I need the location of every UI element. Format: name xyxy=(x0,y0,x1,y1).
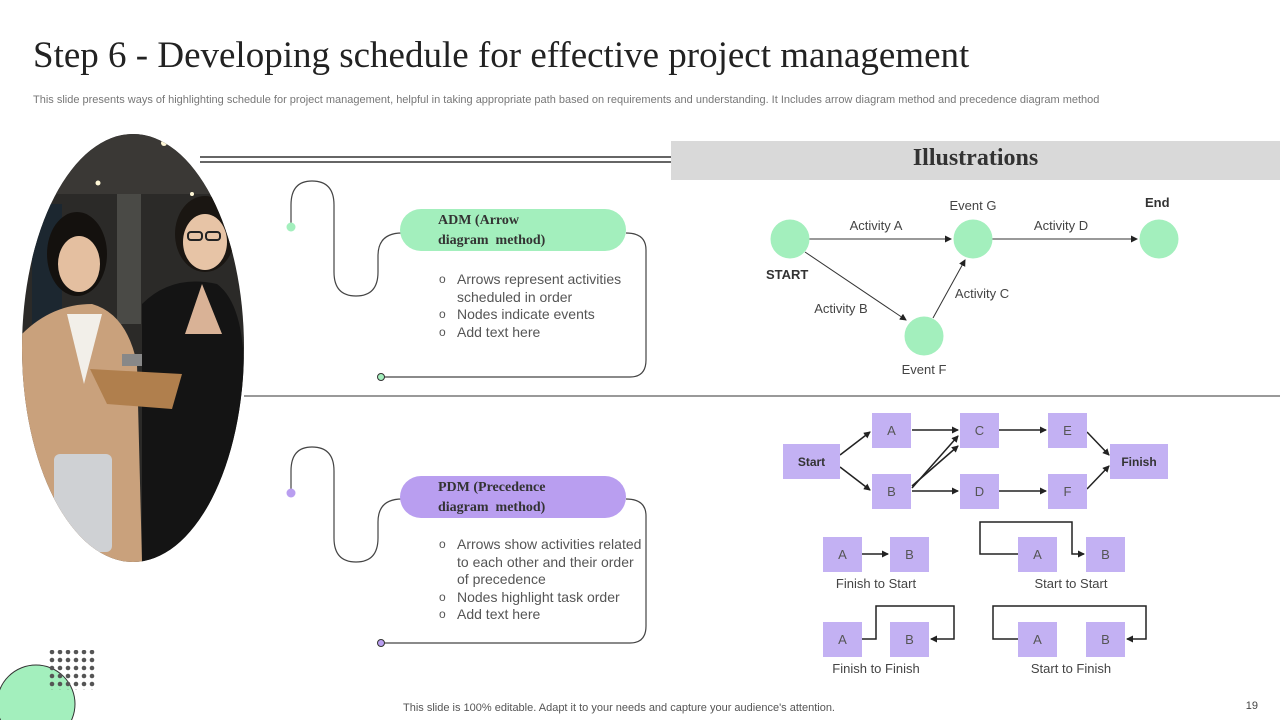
adm-end-dot xyxy=(377,373,385,381)
adm-bullet: Nodes indicate events xyxy=(437,306,647,324)
svg-text:A: A xyxy=(838,632,847,647)
adm-node-event-f xyxy=(904,316,944,356)
adm-end-label: End xyxy=(1145,195,1170,210)
pdm-node-e xyxy=(1048,413,1087,448)
pdm-connector xyxy=(290,446,647,644)
ss-label: Start to Start xyxy=(1035,576,1108,591)
ss-box-b xyxy=(1086,537,1125,572)
pdm-diagram: Start Finish A B C D E F xyxy=(783,413,1168,509)
adm-title-pill: ADM (Arrow diagram method) xyxy=(400,209,626,251)
page-number: 19 xyxy=(1245,700,1258,712)
page-subtitle: This slide presents ways of highlighting… xyxy=(33,94,1100,106)
adm-node-end xyxy=(1139,219,1179,259)
pdm-node-c xyxy=(960,413,999,448)
adm-node-event-g xyxy=(953,219,993,259)
sf-box-b xyxy=(1086,622,1125,657)
svg-text:A: A xyxy=(1033,632,1042,647)
pdm-start-box xyxy=(783,444,840,479)
adm-activity-a-label: Activity A xyxy=(850,218,903,233)
fs-box-b xyxy=(890,537,929,572)
adm-diagram: START End Event G Event F Activity A Act… xyxy=(766,195,1179,377)
adm-bullet-list: Arrows represent activities scheduled in… xyxy=(437,271,647,341)
adm-bullet: Add text here xyxy=(437,324,647,342)
page-title: Step 6 - Developing schedule for effecti… xyxy=(33,35,970,76)
team-photo xyxy=(22,134,244,562)
pdm-bullet-list: Arrows show activities related to each o… xyxy=(437,536,647,624)
svg-text:A: A xyxy=(1033,547,1042,562)
pdm-bullet: Arrows show activities related to each o… xyxy=(437,536,647,589)
ff-label: Finish to Finish xyxy=(832,661,919,676)
pdm-end-dot xyxy=(377,639,385,647)
svg-text:A: A xyxy=(838,547,847,562)
footer-note: This slide is 100% editable. Adapt it to… xyxy=(403,702,835,714)
ss-box-a xyxy=(1018,537,1057,572)
pdm-title-pill: PDM (Precedence diagram method) xyxy=(400,476,626,518)
adm-activity-b-label: Activity B xyxy=(814,301,867,316)
pdm-title-line2: diagram method) xyxy=(438,500,546,515)
pdm-title-line1: PDM (Precedence xyxy=(438,480,546,495)
pdm-bullet: Nodes highlight task order xyxy=(437,589,647,607)
dots-pattern xyxy=(48,650,96,690)
ff-box-a xyxy=(823,622,862,657)
pdm-finish-box xyxy=(1110,444,1168,479)
pdm-bullet: Add text here xyxy=(437,606,647,624)
pdm-node-b xyxy=(872,474,911,509)
svg-text:F: F xyxy=(1064,484,1072,499)
pdm-start-label: Start xyxy=(798,455,825,469)
ff-box-b xyxy=(890,622,929,657)
adm-title-line1: ADM (Arrow xyxy=(438,213,519,228)
pdm-node-a xyxy=(872,413,911,448)
adm-bullet: Arrows represent activities scheduled in… xyxy=(437,271,647,306)
illustrations-header: Illustrations xyxy=(671,141,1280,180)
adm-connector xyxy=(290,180,647,378)
svg-text:B: B xyxy=(1101,632,1110,647)
adm-start-label: START xyxy=(766,267,808,282)
sf-label: Start to Finish xyxy=(1031,661,1111,676)
illustrations-title: Illustrations xyxy=(912,145,1039,171)
adm-activity-c-label: Activity C xyxy=(955,286,1009,301)
adm-start-dot xyxy=(286,222,296,232)
adm-event-g-label: Event G xyxy=(950,198,997,213)
pdm-finish-label: Finish xyxy=(1121,455,1156,469)
pdm-node-f xyxy=(1048,474,1087,509)
header-divider xyxy=(200,156,671,163)
sf-box-a xyxy=(1018,622,1057,657)
pdm-relationships: A B Finish to Start A B Start to Start A… xyxy=(823,521,1147,676)
adm-activity-d-label: Activity D xyxy=(1034,218,1088,233)
svg-text:A: A xyxy=(887,423,896,438)
svg-text:B: B xyxy=(905,632,914,647)
svg-text:B: B xyxy=(1101,547,1110,562)
svg-text:B: B xyxy=(887,484,896,499)
svg-text:C: C xyxy=(975,423,984,438)
svg-text:D: D xyxy=(975,484,984,499)
adm-title-line2: diagram method) xyxy=(438,233,546,248)
svg-text:E: E xyxy=(1063,423,1072,438)
svg-text:B: B xyxy=(905,547,914,562)
pdm-node-d xyxy=(960,474,999,509)
pdm-start-dot xyxy=(286,488,296,498)
adm-node-start xyxy=(770,219,810,259)
fs-label: Finish to Start xyxy=(836,576,917,591)
adm-event-f-label: Event F xyxy=(902,362,947,377)
fs-box-a xyxy=(823,537,862,572)
